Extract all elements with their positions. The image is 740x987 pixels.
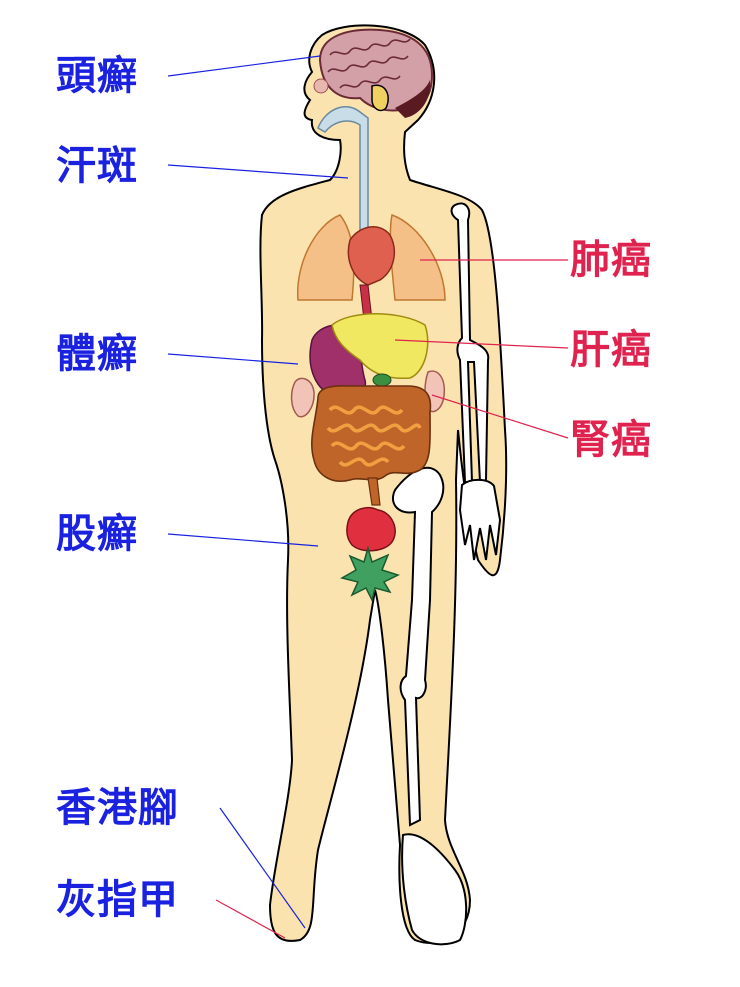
intestines: [311, 385, 432, 506]
label-tinea-cruris: 股癬: [56, 511, 138, 557]
heart: [347, 226, 396, 286]
label-lung-cancer: 肺癌: [570, 237, 652, 283]
label-tinea-versicolor: 汗斑: [56, 143, 138, 189]
leader-tinea-pedis: [219, 807, 306, 929]
leader-tinea-corporis: [167, 353, 299, 365]
leader-liver-cancer: [394, 339, 569, 349]
lungs: [296, 214, 446, 301]
label-kidney-cancer: 腎癌: [570, 417, 652, 463]
leg-skeleton: [392, 466, 468, 946]
label-tinea-pedis: 香港腳: [56, 785, 179, 831]
kidney-left: [290, 377, 315, 418]
leader-tinea-capitis: [167, 55, 321, 77]
label-tinea-capitis: 頭癬: [56, 53, 138, 99]
leader-lines: [167, 55, 569, 939]
leaf-cover: [340, 545, 400, 603]
liver: [331, 313, 429, 380]
label-tinea-corporis: 體癬: [56, 331, 138, 377]
leader-tinea-versicolor: [167, 164, 349, 179]
label-onychomycosis: 灰指甲: [56, 877, 179, 923]
label-liver-cancer: 肝癌: [570, 327, 652, 373]
bladder: [346, 507, 396, 552]
leader-onychomycosis: [215, 899, 286, 939]
gallbladder: [372, 373, 392, 387]
leader-kidney-cancer: [431, 394, 569, 439]
arm-skeleton: [450, 202, 502, 561]
brain: [313, 28, 434, 118]
leader-tinea-cruris: [167, 533, 319, 547]
